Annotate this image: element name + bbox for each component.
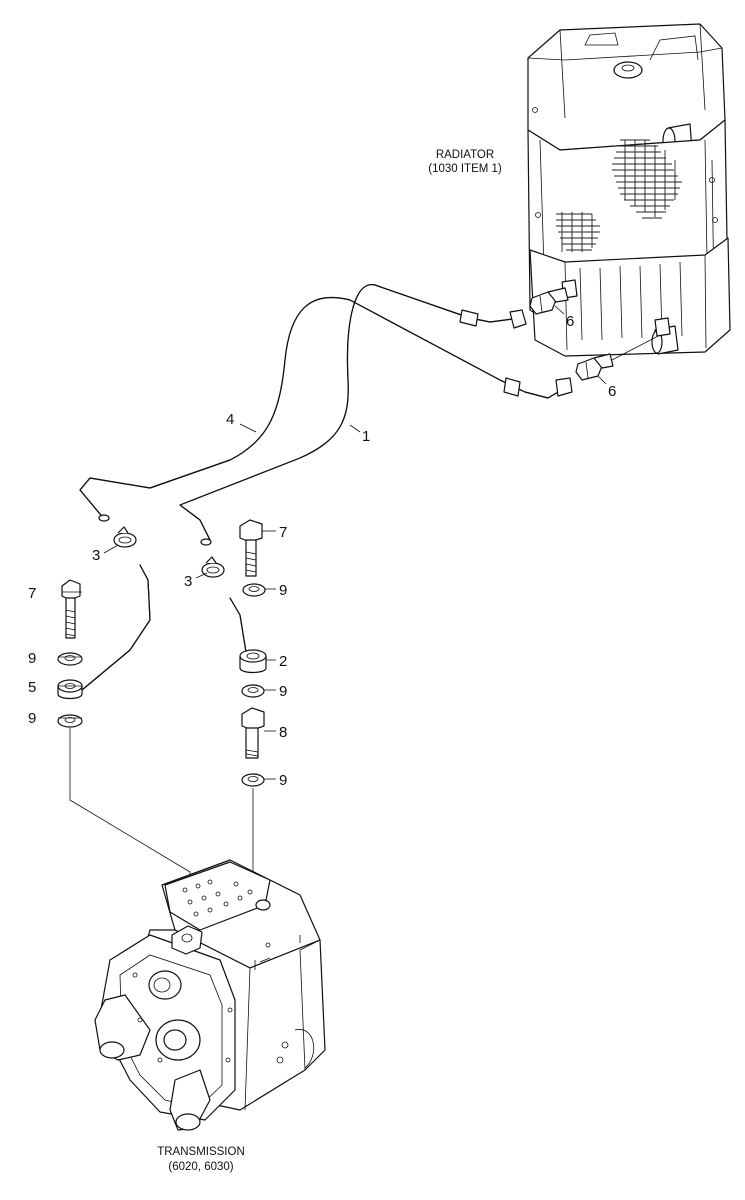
transmission-label-line1: TRANSMISSION: [157, 1146, 245, 1158]
callout-5: 5: [28, 679, 36, 696]
callout-6-upper: 6: [566, 313, 574, 330]
callout-3-left: 3: [92, 547, 100, 564]
callout-9-right-bottom: 9: [279, 772, 287, 789]
washer-9-right-bottom: [241, 773, 265, 787]
cooler-line-4: [179, 284, 521, 541]
callout-7-right: 7: [279, 524, 287, 541]
callout-leaders: [58, 305, 607, 780]
callout-9-left-top: 9: [28, 650, 36, 667]
callout-8: 8: [279, 724, 287, 741]
callout-9-right-mid: 9: [279, 683, 287, 700]
callout-numbers: 1 4 3 3 7 9 5 9 7 9 2 9 8 9 6 6: [28, 313, 616, 789]
washer-9-left-top: [57, 652, 83, 666]
cooler-line-1: [79, 296, 566, 521]
washer-9-right-mid: [241, 684, 265, 698]
transmission-drawing: [94, 859, 326, 1131]
callout-4: 4: [226, 411, 234, 428]
banjo-fitting-2: [229, 597, 267, 674]
callout-9-right-top: 9: [279, 582, 287, 599]
radiator-label-line2: (1030 ITEM 1): [428, 163, 502, 175]
hose-clamp-right: [201, 556, 225, 578]
hose-clamp-left: [113, 526, 137, 548]
adapter-8: [241, 707, 265, 759]
washer-9-right-top: [242, 583, 266, 597]
banjo-bolt-7-left: [61, 579, 81, 639]
callout-9-left-bottom: 9: [28, 710, 36, 727]
radiator-label: RADIATOR (1030 ITEM 1): [428, 149, 502, 175]
callout-1: 1: [362, 428, 370, 445]
transmission-label: TRANSMISSION (6020, 6030): [157, 1146, 245, 1173]
callout-6-lower: 6: [608, 383, 616, 400]
callout-7-left: 7: [28, 585, 36, 602]
callout-3-right: 3: [184, 573, 192, 590]
radiator-drawing: [527, 23, 731, 357]
callout-2: 2: [279, 653, 287, 670]
radiator-label-line1: RADIATOR: [436, 149, 494, 161]
connector-fitting-6-upper: [529, 287, 569, 315]
connector-fitting-6-lower: [575, 334, 661, 381]
tube-fittings: [98, 309, 573, 546]
banjo-bolt-7-right: [239, 519, 263, 577]
transmission-label-line2: (6020, 6030): [168, 1161, 233, 1173]
washer-9-left-bottom: [57, 714, 83, 728]
